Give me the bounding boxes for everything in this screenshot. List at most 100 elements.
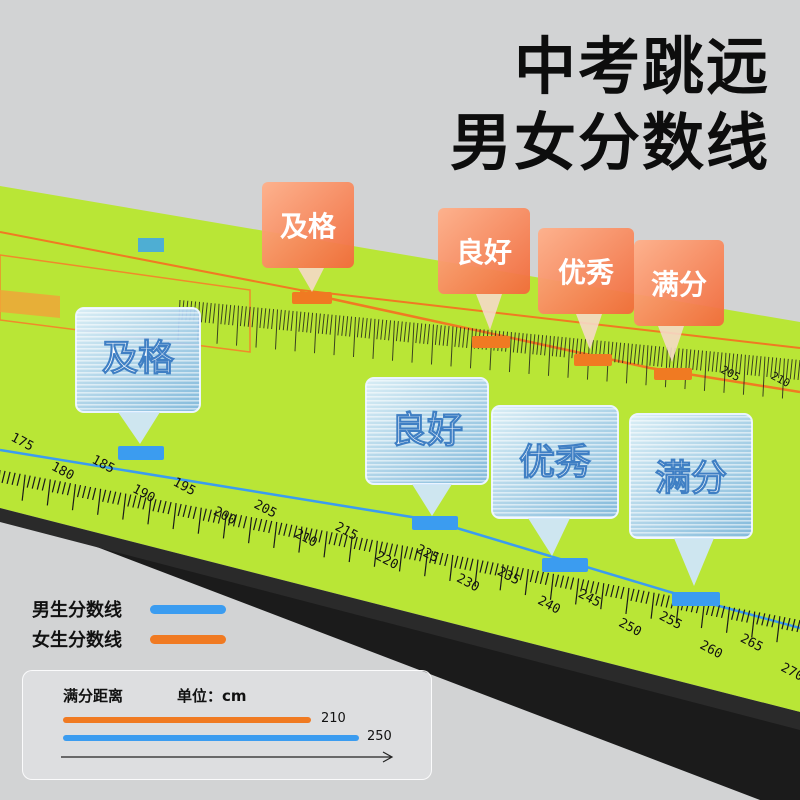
ruler-tick <box>323 531 328 558</box>
ruler-tick-upper <box>376 319 380 340</box>
ruler-tick-upper <box>368 318 372 339</box>
ruler-tick <box>217 511 222 524</box>
ruler-tick-upper <box>403 321 407 342</box>
ruler-tick <box>343 534 348 548</box>
ruler-tick-upper <box>770 357 774 378</box>
ruler-tick <box>403 546 409 559</box>
male-sign-good-label: 良好 <box>391 410 463 451</box>
ruler-tick-upper <box>700 350 704 371</box>
ruler-tick-upper <box>325 314 329 335</box>
ruler-tick-upper <box>255 307 259 348</box>
ruler-tick <box>645 591 650 604</box>
ruler-tick-upper <box>520 333 524 354</box>
ruler-tick-upper <box>532 334 536 355</box>
ruler-tick <box>112 491 117 504</box>
ruler-tick <box>212 510 217 523</box>
ruler-tick <box>122 493 127 520</box>
female-full-tag <box>654 368 692 380</box>
ruler-tick-upper <box>427 324 431 345</box>
ruler-tick <box>469 558 474 571</box>
ruler-tick-upper <box>793 359 797 380</box>
ruler-tick-upper <box>243 306 247 327</box>
ruler-tick-upper <box>216 303 220 344</box>
female-good-tag <box>472 336 510 348</box>
legend-female-label: 女生分数线 <box>32 630 122 651</box>
ruler-tick <box>51 480 56 493</box>
ruler-tick <box>318 530 323 543</box>
ruler-tick <box>41 478 46 491</box>
mat-inner-box <box>0 254 251 353</box>
ruler-tick-upper <box>364 318 368 339</box>
ruler-tick <box>595 582 600 595</box>
ruler-tick-upper <box>267 308 271 329</box>
female-sign-full-label: 满分 <box>651 268 707 301</box>
ruler-tick <box>97 488 102 515</box>
male-full-tag <box>672 592 720 606</box>
ruler-tick-upper <box>469 328 473 369</box>
ruler-tick-upper <box>789 359 793 380</box>
ruler-tick-upper <box>618 342 622 363</box>
ruler-tick <box>242 516 248 529</box>
ruler-tick-upper <box>766 356 770 378</box>
ruler-tick-upper <box>536 334 540 355</box>
ruler-tick-upper <box>341 315 345 336</box>
ruler-tick <box>434 551 439 565</box>
ruler-tick <box>288 524 293 537</box>
ruler-tick-upper <box>239 305 243 327</box>
ruler-tick-upper <box>333 315 337 356</box>
ruler-tick-upper <box>419 323 423 344</box>
ruler-tick-upper <box>742 354 746 395</box>
ruler-tick-upper <box>516 332 520 353</box>
ruler-tick-upper <box>388 320 392 341</box>
ruler-tick-upper <box>512 332 516 353</box>
ruler-tick-upper <box>407 322 411 343</box>
ruler-tick-upper <box>645 345 649 386</box>
ruler-tick-upper <box>450 326 454 367</box>
ruler-tick <box>303 527 308 540</box>
ruler-tick <box>328 532 333 545</box>
ruler-tick <box>358 537 363 551</box>
ruler-tick <box>444 553 449 567</box>
ruler-tick-upper <box>208 302 212 324</box>
ruler-tick <box>605 584 610 597</box>
ruler-tick-upper <box>228 304 232 325</box>
ruler-tick <box>514 567 519 580</box>
ruler-tick-upper <box>235 305 239 346</box>
ruler-tick <box>393 544 399 557</box>
ruler-tick <box>725 606 731 633</box>
ruler-tick-upper <box>544 335 548 356</box>
ruler-tick <box>580 579 585 592</box>
ruler-tick-upper <box>232 305 236 326</box>
ruler-tick <box>273 521 278 548</box>
ruler-tick-upper <box>310 312 314 333</box>
female-sign-pass-label: 及格 <box>280 210 337 243</box>
ruler-tick <box>202 508 207 521</box>
ruler-tick <box>102 489 107 502</box>
ruler-tick <box>258 518 263 532</box>
ruler-tick <box>172 502 177 530</box>
female-sign-good: 良好 <box>438 208 530 330</box>
ruler-tick-upper <box>703 350 707 391</box>
ruler-tick-upper <box>263 308 267 329</box>
legend-male-label: 男生分数线 <box>32 600 122 621</box>
ruler-tick <box>92 487 97 501</box>
ruler-tick <box>549 573 555 600</box>
ruler-tick <box>700 602 705 629</box>
ruler-tick <box>162 500 167 514</box>
ruler-tick-upper <box>540 335 544 356</box>
ruler-tick-upper <box>754 355 758 376</box>
ruler-tick <box>368 539 373 552</box>
ruler-tick <box>635 589 640 602</box>
ruler-tick <box>590 581 595 594</box>
ruler-tick <box>81 485 87 499</box>
ruler-tick-upper <box>274 309 278 350</box>
ruler-tick-upper <box>446 325 450 347</box>
ruler-tick <box>353 536 358 550</box>
female-line-bottom <box>299 290 800 394</box>
ruler-tick-upper <box>204 302 208 323</box>
male-sign-good: 良好 <box>365 377 489 516</box>
ruler-tick <box>736 608 741 621</box>
ruler-tick <box>499 564 504 591</box>
ruler-tick-upper <box>625 343 629 384</box>
ruler-tick-upper <box>750 355 754 376</box>
